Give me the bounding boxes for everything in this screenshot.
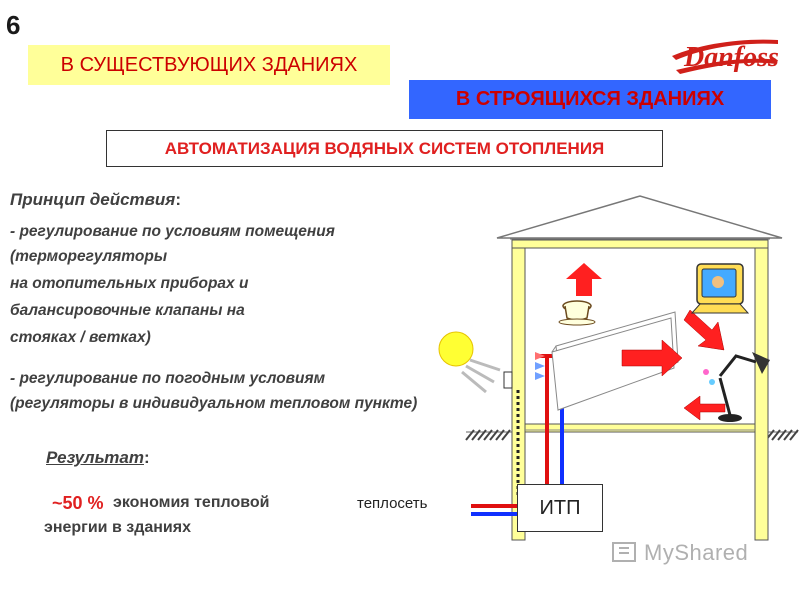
heating-pipes bbox=[471, 354, 564, 516]
heat-network-label: теплосеть bbox=[357, 495, 428, 512]
danfoss-wordmark: Danfoss bbox=[683, 42, 779, 73]
tab-existing-buildings[interactable]: В СУЩЕСТВУЮЩИХ ЗДАНИЯХ bbox=[28, 45, 390, 85]
principle-line-1: - регулирование по условиям помещения bbox=[10, 223, 335, 240]
temperature-arrows bbox=[535, 352, 545, 380]
slide-number: 6 bbox=[6, 10, 21, 40]
sun-icon bbox=[438, 331, 501, 394]
house-roof bbox=[496, 195, 783, 240]
tab-new-buildings[interactable]: В СТРОЯЩИХСЯ ЗДАНИЯХ bbox=[409, 80, 771, 119]
coffee-cup-icon bbox=[558, 263, 602, 326]
principle-line-2: (терморегуляторы bbox=[10, 248, 168, 265]
principle-line-6: - регулирование по погодным условиям bbox=[10, 370, 326, 387]
radiator-icon bbox=[551, 311, 679, 411]
result-heading: Результат: bbox=[46, 448, 150, 467]
heat-flow-arrows bbox=[621, 309, 726, 421]
savings-text-line-1: экономия тепловой bbox=[113, 494, 270, 511]
savings-text-line-2: энергии в зданиях bbox=[44, 519, 191, 536]
myshared-logo-icon bbox=[612, 542, 636, 562]
savings-percent: ~50 % bbox=[52, 493, 104, 513]
slide-title: АВТОМАТИЗАЦИЯ ВОДЯНЫХ СИСТЕМ ОТОПЛЕНИЯ bbox=[106, 130, 663, 167]
lamp-icon bbox=[703, 352, 770, 422]
principle-line-7: (регуляторы в индивидуальном тепловом пу… bbox=[10, 395, 418, 412]
principle-heading: Принцип действия: bbox=[10, 190, 181, 209]
tv-icon bbox=[690, 263, 750, 314]
outdoor-sensor bbox=[503, 371, 520, 496]
itp-box: ИТП bbox=[517, 484, 603, 532]
watermark: MyShared bbox=[644, 540, 749, 565]
danfoss-logo: Danfoss bbox=[672, 39, 779, 74]
principle-line-4: балансировочные клапаны на bbox=[10, 302, 245, 319]
principle-line-3: на отопительных приборах и bbox=[10, 275, 249, 292]
principle-line-5: стояках / ветках) bbox=[10, 329, 151, 346]
